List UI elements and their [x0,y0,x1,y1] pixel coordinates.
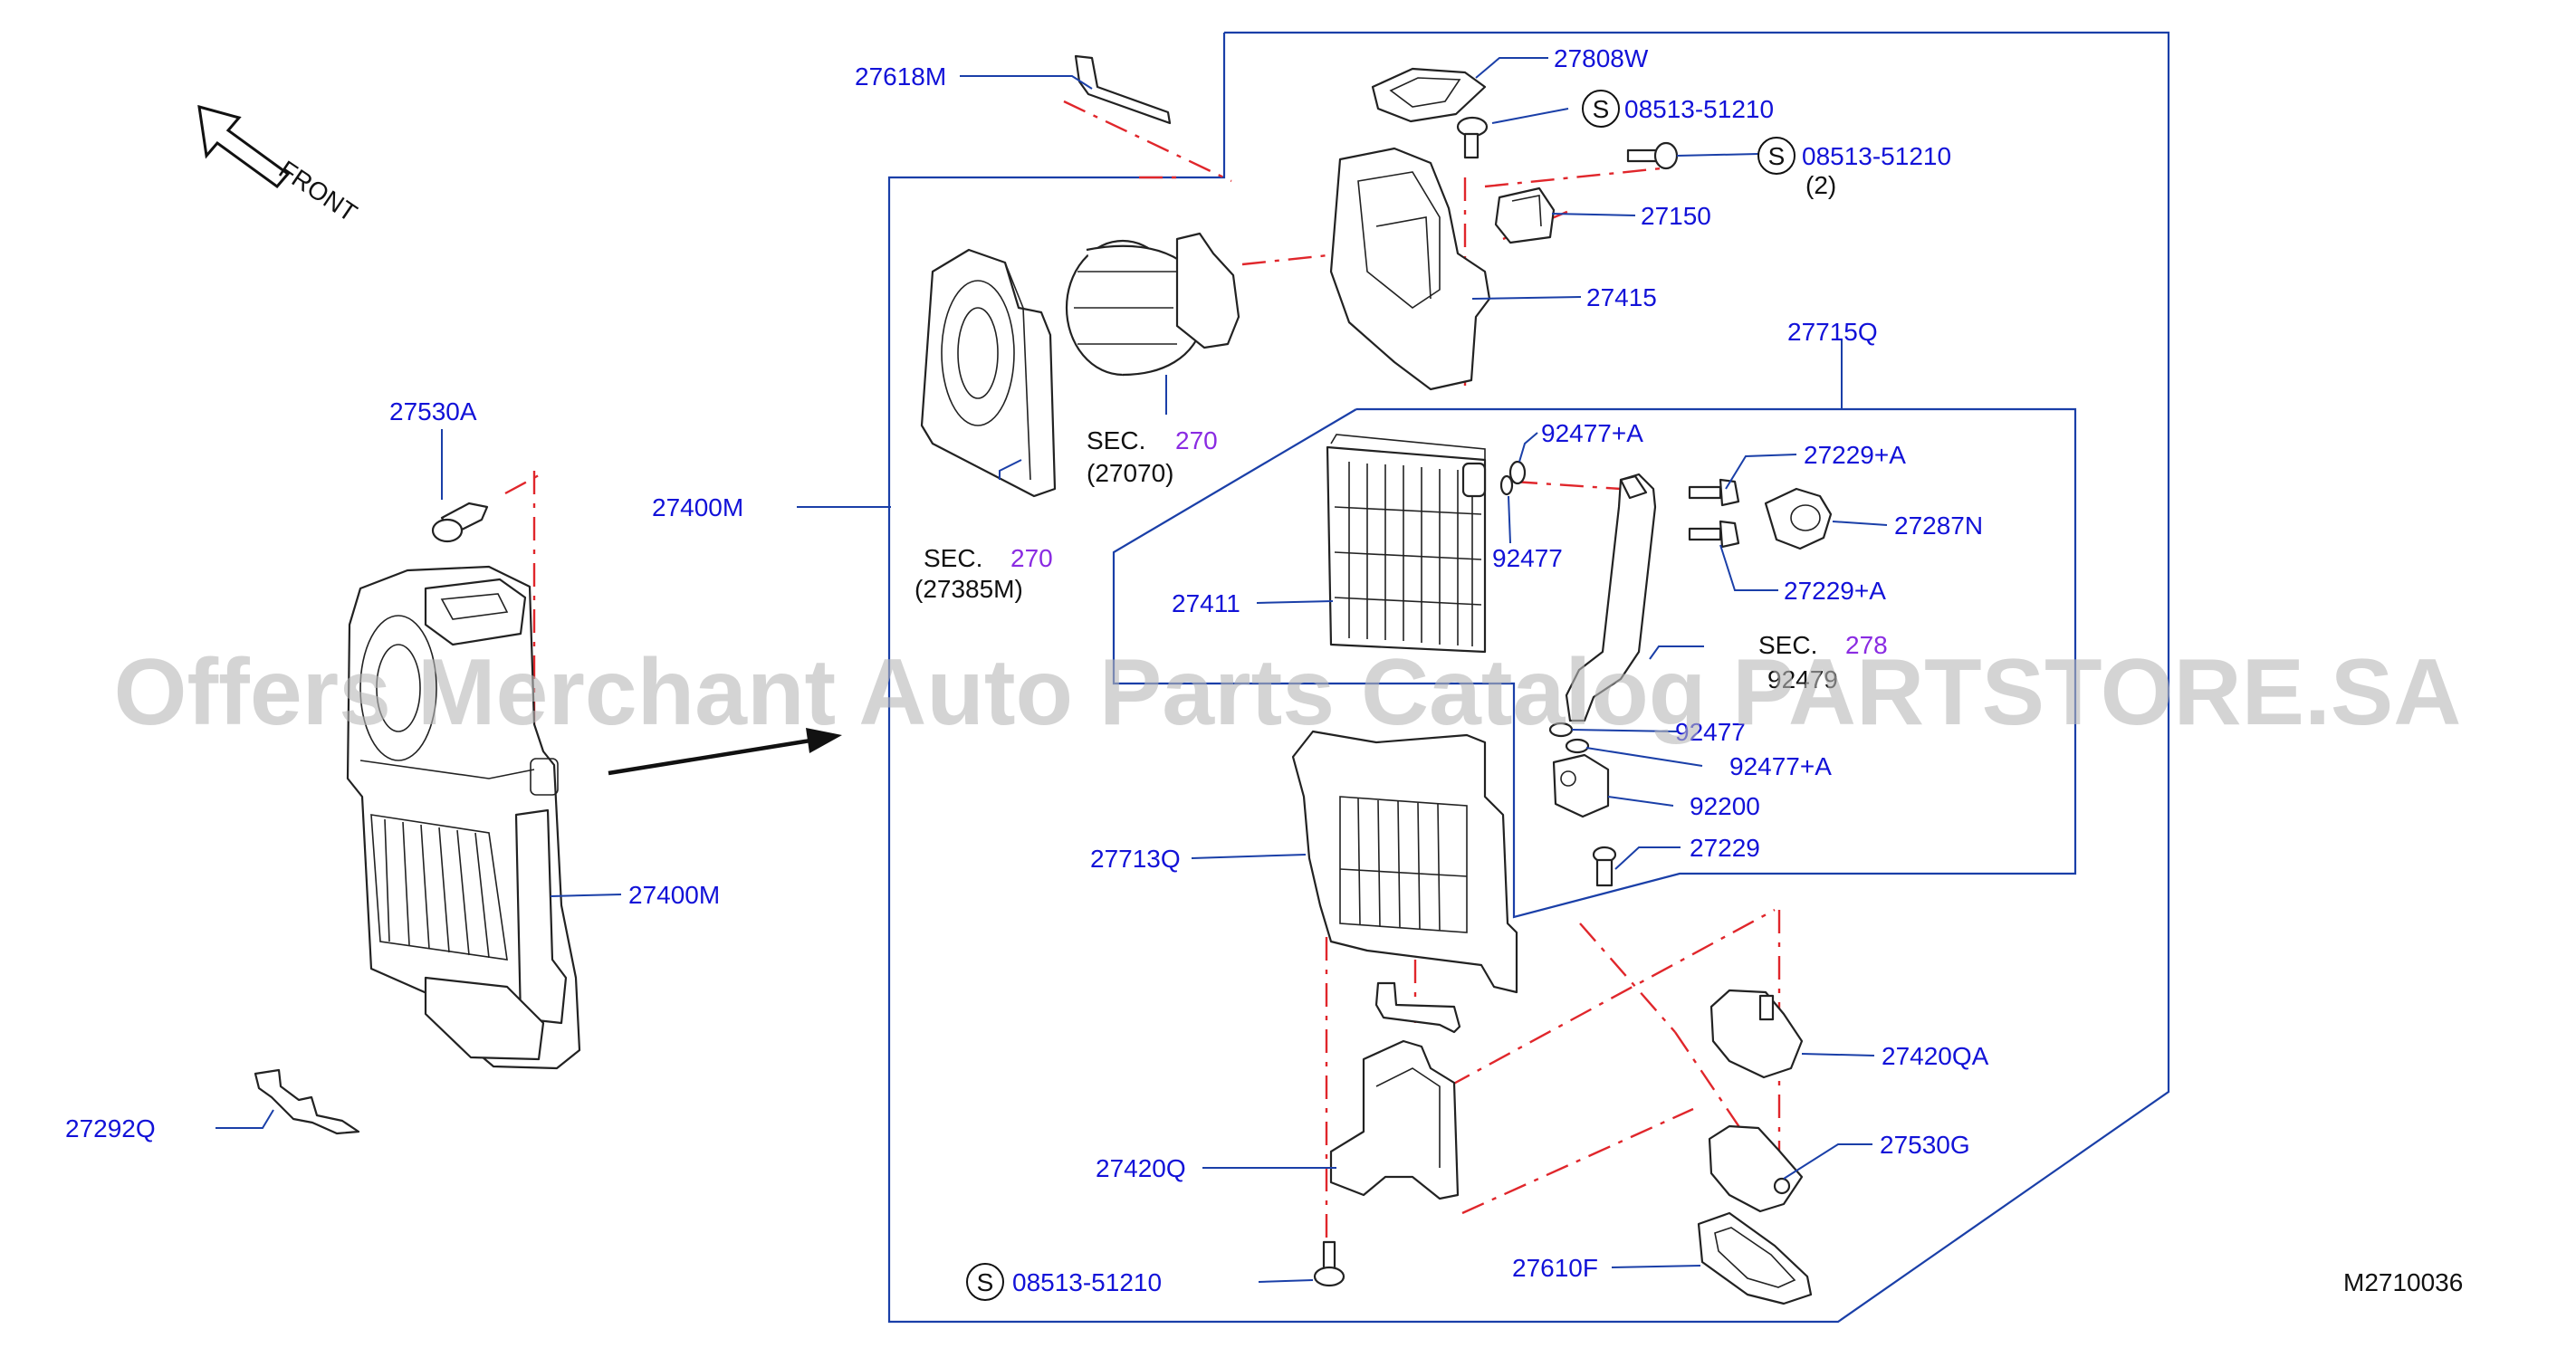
mount-27420QA-icon [1709,989,1804,1079]
bracket-27420Q-icon [1329,1039,1460,1200]
label-27530G: 27530G [1880,1131,1970,1159]
intake-case-27415-icon [1329,147,1491,391]
label-27400M-left: 27400M [628,881,720,909]
label-92477A-top: 92477+A [1541,419,1643,447]
o-ring-92477A-bottom-icon [1565,738,1590,754]
blower-housing-icon [920,248,1057,498]
label-92477-bottom: 92477 [1675,718,1746,746]
label-27411: 27411 [1172,589,1240,617]
s-symbol-label: S [1768,142,1786,170]
label-27400M-right: 27400M [652,493,743,521]
label-27287N: 27287N [1894,511,1983,540]
bolt-bottom-icon [1313,1240,1345,1287]
s-symbol-icon-1: S [1582,90,1620,128]
label-92477-top: 92477 [1492,544,1563,572]
clip-27292Q-icon [254,1068,360,1135]
bolt-27229-icon [1592,846,1617,887]
label-27618M: 27618M [855,62,946,91]
mount-27530G-icon [1708,1124,1804,1213]
evaporator-core-27411-icon [1326,434,1487,654]
sec-a-label: SEC. [1087,426,1145,454]
evaporator-housing-27713Q-icon [1291,730,1518,994]
refrigerant-pipe-icon [1565,473,1657,722]
blower-motor-icon [1065,232,1240,377]
bolt-27530A-icon [431,502,489,543]
label-08513-51210-a: 08513-51210 [1624,95,1774,123]
label-08513-51210-b: 08513-51210 [1802,142,1951,170]
label-27229A-lower: 27229+A [1784,577,1886,605]
label-92477A-bottom: 92477+A [1729,752,1832,780]
sec-b-num: 270 [1010,544,1053,572]
sensor-27287N-icon [1764,487,1833,550]
label-27713Q: 27713Q [1090,845,1181,873]
o-ring-92477-top-icon [1499,474,1514,496]
sec-a-ref: (27070) [1087,459,1174,487]
sec-c-ref: 92479 [1767,665,1838,693]
sec-c-num: 278 [1845,631,1888,659]
resistor-27150-icon [1494,186,1556,244]
sec-b-label: SEC. [924,544,982,572]
heater-unit-assembly-27400M [346,565,581,1070]
expansion-valve-92200-icon [1552,753,1610,818]
front-label: FRONT [274,155,362,227]
bolt-top-right-icon [1626,141,1679,170]
s-symbol-label: S [1593,95,1610,123]
label-27420QA: 27420QA [1882,1042,1989,1070]
front-arrow-icon [197,104,291,189]
explode-arrow-icon [608,728,842,776]
s-symbol-icon-3: S [966,1263,1004,1301]
gasket-27610F-icon [1697,1211,1813,1305]
o-ring-92477A-top-icon [1508,460,1527,485]
label-27610F: 27610F [1512,1254,1598,1282]
sec-c-label: SEC. [1758,631,1817,659]
evaporator-group-frame [1112,407,2077,919]
watermark: Offers Merchant Auto Parts Catalog PARTS… [114,640,2462,745]
bolt-27229A-lower-icon [1688,520,1740,549]
s-symbol-icon-2: S [1757,137,1796,175]
label-08513-51210-c: 08513-51210 [1012,1268,1162,1296]
label-27150: 27150 [1641,202,1711,230]
label-27808W: 27808W [1554,44,1649,72]
main-group-frame [887,31,2170,1324]
label-27715Q: 27715Q [1787,318,1878,346]
s-symbol-label: S [977,1268,994,1296]
label-27229: 27229 [1690,834,1760,862]
diagram-code: M2710036 [2343,1268,2463,1296]
label-08513-51210-b-qty: (2) [1805,171,1836,199]
label-27292Q: 27292Q [65,1114,156,1142]
gasket-27808W-icon [1371,67,1487,123]
bracket-27618M-icon [1074,54,1172,125]
label-92200: 92200 [1690,792,1760,820]
sec-b-ref: (27385M) [915,575,1023,603]
label-27420Q: 27420Q [1096,1154,1186,1182]
bolt-27229A-upper-icon [1688,478,1740,507]
bolt-top-icon [1456,116,1489,159]
label-27530A: 27530A [389,397,477,425]
sec-a-num: 270 [1175,426,1218,454]
drain-hose-icon [1374,981,1461,1034]
label-27229A-upper: 27229+A [1804,441,1906,469]
label-27415: 27415 [1586,283,1657,311]
leader-lines [215,57,1888,1283]
